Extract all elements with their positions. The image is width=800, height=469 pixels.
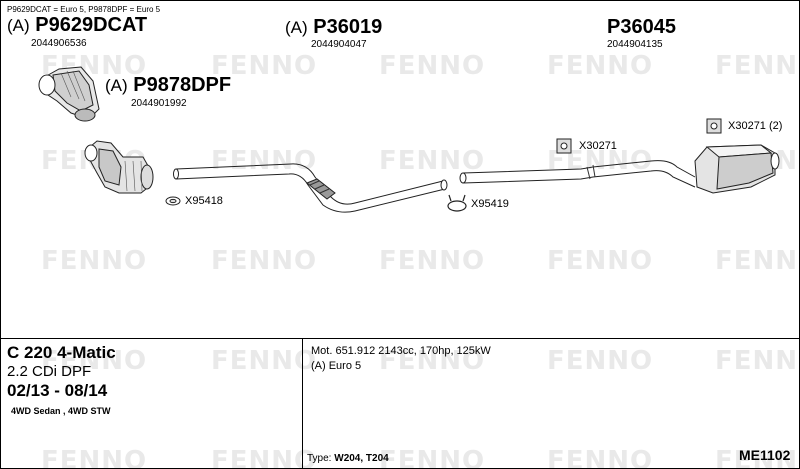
part-code: P36045 [607, 16, 676, 38]
watermark-fenno: FENNO [379, 246, 486, 276]
part-code-p9629dcat: (A) P9629DCAT [7, 14, 147, 37]
fitting-label-x95418: X95418 [185, 195, 223, 207]
euro-spec: (A) Euro 5 [311, 360, 362, 372]
part-prefix: (A) [285, 18, 308, 37]
watermark-fenno: FENNO [715, 446, 799, 469]
dpf-drawing [84, 140, 154, 194]
watermark-fenno: FENNO [379, 51, 486, 81]
vehicle-type: Type: W204, T204 [307, 453, 389, 464]
part-code: P9878DPF [133, 74, 232, 96]
fitting-label-x30271: X30271 [579, 140, 617, 152]
mount-x30271-2-drawing [706, 118, 722, 134]
part-code-p9878dpf: (A) P9878DPF [105, 74, 231, 97]
part-code: P9629DCAT [35, 14, 148, 36]
mount-x30271-drawing [556, 138, 572, 154]
part-number-p36019: 2044904047 [311, 39, 367, 50]
part-number-p9878dpf: 2044901992 [131, 98, 187, 109]
watermark-fenno: FENNO [715, 246, 799, 276]
part-code-p36019: (A) P36019 [285, 16, 382, 39]
fitting-label-x30271-2: X30271 (2) [728, 120, 783, 132]
watermark-fenno: FENNO [211, 51, 318, 81]
watermark-fenno: FENNO [715, 346, 799, 376]
part-code: P36019 [313, 16, 383, 38]
part-number-p9629dcat: 2044906536 [31, 38, 87, 49]
part-number-p36045: 2044904135 [607, 39, 663, 50]
watermark-fenno: FENNO [547, 246, 654, 276]
vehicle-dates: 02/13 - 08/14 [7, 381, 108, 400]
watermark-fenno: FENNO [211, 346, 318, 376]
intermediate-pipe-drawing [173, 163, 448, 213]
clamp-x95418-drawing [165, 196, 181, 206]
watermark-fenno: FENNO [41, 246, 148, 276]
header-note: P9629DCAT = Euro 5, P9878DPF = Euro 5 [7, 5, 161, 14]
fitting-label-x95419: X95419 [471, 198, 509, 210]
type-label: Type: [307, 453, 332, 464]
watermark-fenno: FENNO [547, 51, 654, 81]
watermark-fenno: FENNO [547, 346, 654, 376]
part-prefix: (A) [105, 76, 128, 95]
vehicle-model: C 220 4-Matic [7, 343, 116, 362]
catalytic-converter-drawing [38, 66, 100, 122]
info-divider-vertical [302, 338, 303, 468]
watermark-fenno: FENNO [211, 446, 318, 469]
watermark-fenno: FENNO [379, 346, 486, 376]
type-value: W204, T204 [334, 453, 389, 464]
rear-silencer-drawing [459, 144, 780, 194]
watermark-fenno: FENNO [211, 146, 318, 176]
part-prefix: (A) [7, 16, 30, 35]
watermark-fenno: FENNO [379, 146, 486, 176]
engine-spec: Mot. 651.912 2143cc, 170hp, 125kW [311, 345, 491, 357]
watermark-fenno: FENNO [211, 246, 318, 276]
part-code-p36045: P36045 [607, 16, 676, 39]
watermark-fenno: FENNO [547, 446, 654, 469]
watermark-fenno: FENNO [41, 346, 148, 376]
vehicle-body: 4WD Sedan , 4WD STW [11, 406, 111, 416]
watermark-fenno: FENNO [715, 51, 799, 81]
info-divider-horizontal [1, 338, 799, 339]
exhaust-parts-drawing [38, 66, 780, 213]
watermark-fenno: FENNO [379, 446, 486, 469]
clamp-x95419-drawing [447, 194, 467, 212]
watermark-fenno: FENNO [41, 446, 148, 469]
diagram-reference: ME1102 [739, 447, 791, 463]
vehicle-engine: 2.2 CDi DPF [7, 363, 92, 380]
